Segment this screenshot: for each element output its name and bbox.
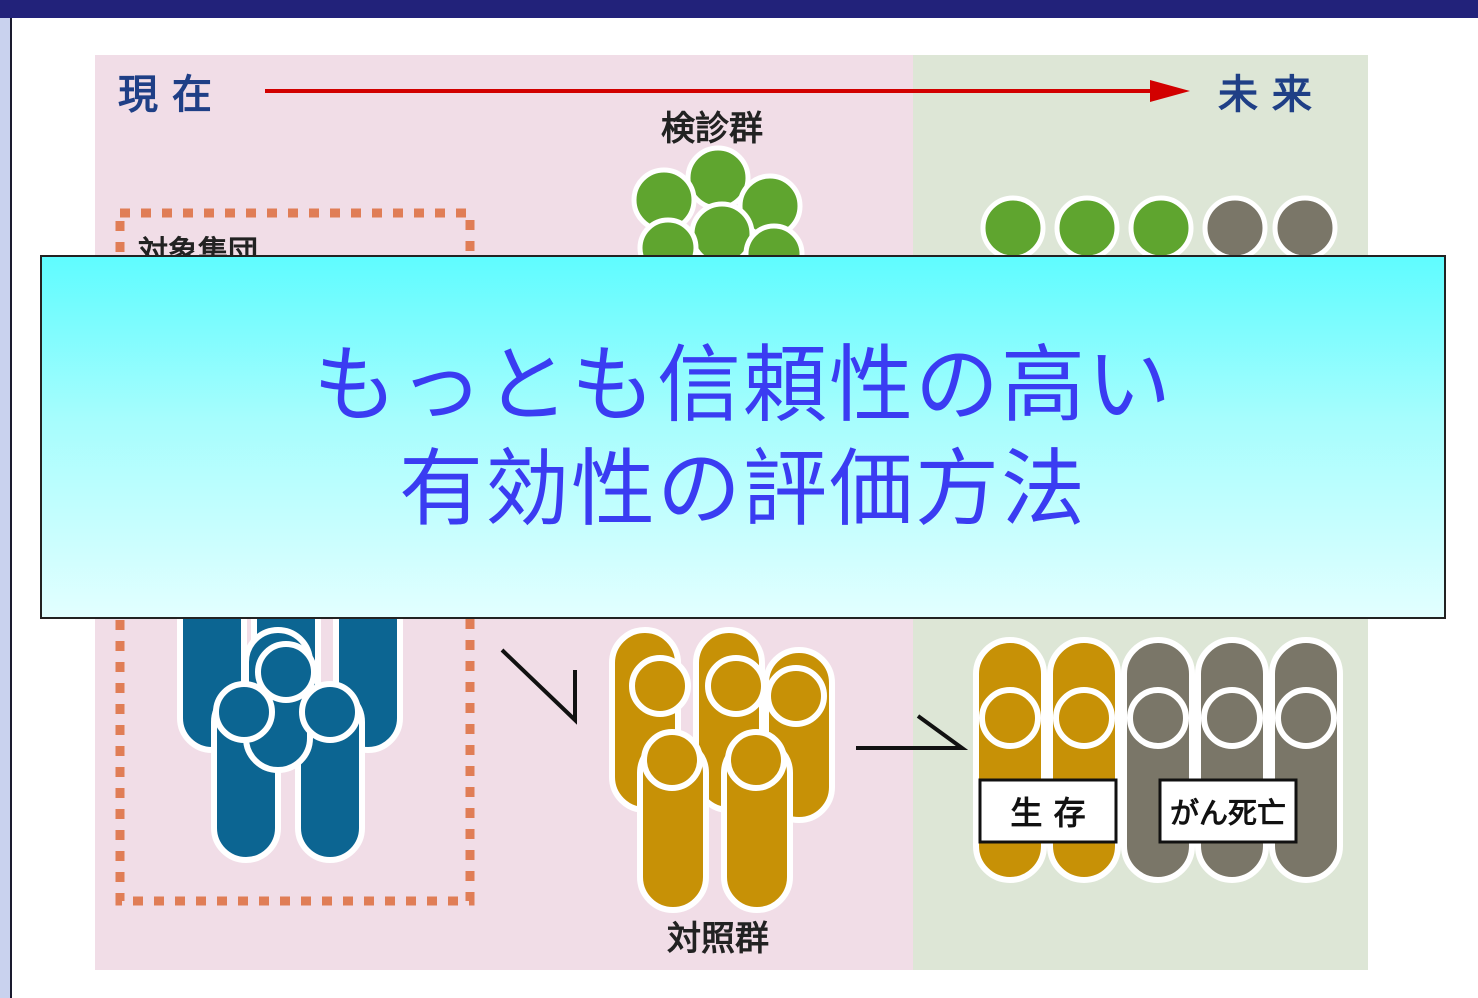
death-body-gray bbox=[1195, 637, 1269, 883]
death-head-gray bbox=[1127, 687, 1189, 749]
population-head bbox=[213, 681, 275, 743]
survival-label-box bbox=[978, 778, 1118, 844]
top-bar bbox=[0, 0, 1478, 18]
cancer-death-label: がん死亡 bbox=[1170, 796, 1286, 830]
banner-line-1: もっとも信頼性の高い bbox=[312, 336, 1173, 434]
control-group-people bbox=[609, 627, 835, 913]
survivor-body-gold bbox=[973, 637, 1047, 883]
control-group-label: 対照群 bbox=[667, 919, 769, 959]
death-head-gray bbox=[1272, 195, 1338, 261]
survivor-head-green bbox=[1128, 195, 1194, 261]
population-to-control-arrow bbox=[500, 648, 577, 725]
death-head-gray bbox=[1275, 687, 1337, 749]
death-head-gray bbox=[1202, 195, 1268, 261]
survivor-head-green bbox=[1054, 195, 1120, 261]
survivor-head-green bbox=[980, 195, 1046, 261]
control-head bbox=[629, 655, 691, 717]
control-head bbox=[765, 665, 827, 727]
future-screening-outcome bbox=[980, 195, 1338, 261]
present-label: 現 在 bbox=[118, 72, 212, 118]
future-label: 未 来 bbox=[1218, 72, 1312, 118]
control-head bbox=[725, 729, 787, 791]
future-control-outcome bbox=[973, 637, 1343, 883]
death-head-gray bbox=[1201, 687, 1263, 749]
timeline-arrowhead bbox=[1150, 80, 1190, 102]
survivor-head-gold bbox=[979, 687, 1041, 749]
death-body-gray bbox=[1269, 637, 1343, 883]
screening-group-label: 検診群 bbox=[661, 109, 763, 149]
left-bar bbox=[0, 18, 12, 998]
title-banner: もっとも信頼性の高い 有効性の評価方法 bbox=[40, 255, 1446, 619]
survival-label: 生 存 bbox=[1010, 794, 1085, 832]
cancer-death-label-box bbox=[1158, 778, 1298, 844]
banner-line-2: 有効性の評価方法 bbox=[398, 440, 1087, 538]
control-head bbox=[705, 655, 767, 717]
population-head bbox=[255, 641, 317, 703]
survivor-head-gold bbox=[1053, 687, 1115, 749]
survivor-body-gold bbox=[1047, 637, 1121, 883]
control-to-outcome-arrow bbox=[856, 714, 969, 750]
control-head bbox=[641, 729, 703, 791]
death-body-gray bbox=[1121, 637, 1195, 883]
population-people bbox=[177, 577, 403, 863]
population-head bbox=[299, 681, 361, 743]
